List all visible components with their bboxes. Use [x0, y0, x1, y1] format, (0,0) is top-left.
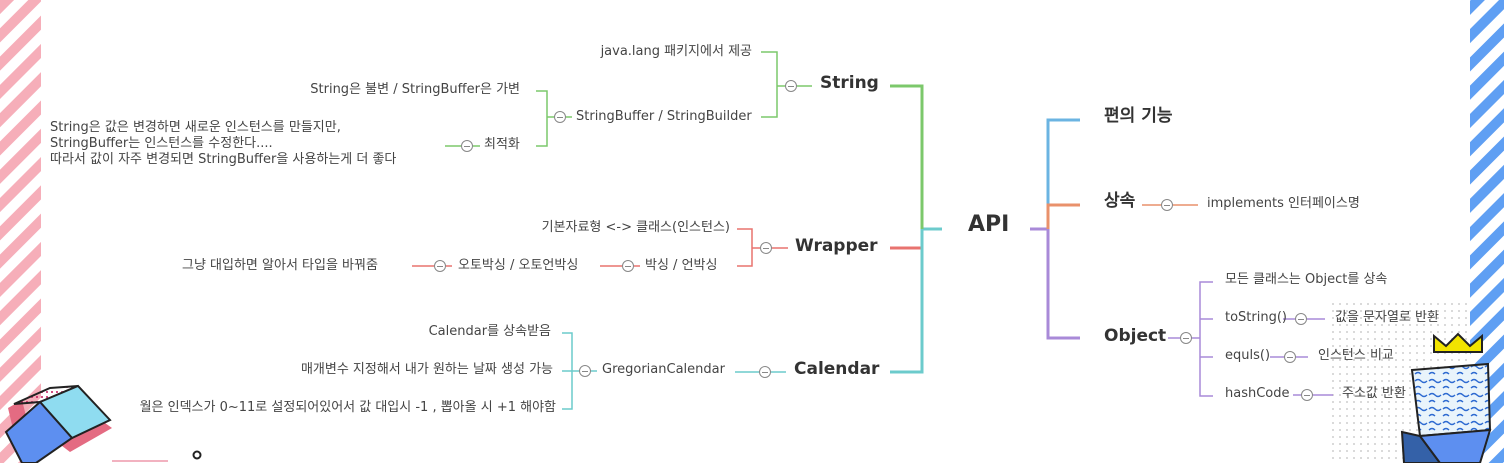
node-convenience[interactable]: 편의 기능 — [1104, 106, 1173, 126]
node-tostring-desc[interactable]: 값을 문자열로 반환 — [1335, 310, 1439, 325]
node-optimization-note[interactable]: String은 값은 변경하면 새로운 인스턴스를 만들지만, StringBu… — [50, 120, 397, 167]
connector-line — [1046, 229, 1080, 340]
root-node-api[interactable]: API — [968, 212, 1010, 237]
collapse-stringbuffer-icon[interactable] — [554, 111, 566, 123]
node-auto-convert[interactable]: 그냥 대입하면 알아서 타입을 바꿔줌 — [182, 258, 378, 273]
collapse-inheritance-icon[interactable] — [1161, 199, 1173, 211]
connector-line — [761, 51, 778, 118]
node-equals-desc[interactable]: 인스턴스 비교 — [1318, 348, 1394, 363]
node-param-date[interactable]: 매개변수 지정해서 내가 원하는 날짜 생성 가능 — [300, 362, 553, 377]
node-calendar[interactable]: Calendar — [794, 359, 880, 379]
node-tostring[interactable]: toString() — [1225, 310, 1287, 325]
collapse-wrapper-icon[interactable] — [760, 242, 772, 254]
node-string-immutable[interactable]: String은 불변 / StringBuffer은 가변 — [310, 82, 520, 97]
node-hashcode-desc[interactable]: 주소값 반환 — [1342, 386, 1406, 401]
node-java-lang[interactable]: java.lang 패키지에서 제공 — [600, 44, 752, 59]
node-equals[interactable]: equls() — [1225, 348, 1271, 363]
squiggle-block-icon — [1400, 362, 1492, 463]
collapse-boxing-icon[interactable] — [622, 260, 634, 272]
small-ring-icon — [192, 450, 202, 460]
connector-line — [1046, 118, 1080, 229]
collapse-hashcode-icon[interactable] — [1301, 389, 1313, 401]
collapse-tostring-icon[interactable] — [1295, 313, 1307, 325]
connector-line — [890, 84, 924, 229]
connector-line — [737, 228, 753, 267]
connector-line — [1199, 281, 1213, 397]
node-autoboxing[interactable]: 오토박싱 / 오토언박싱 — [458, 258, 579, 273]
node-optimization[interactable]: 최적화 — [484, 137, 520, 152]
collapse-optimization-icon[interactable] — [461, 140, 473, 152]
crown-icon — [1433, 332, 1483, 353]
collapse-autoboxing-icon[interactable] — [434, 260, 446, 272]
collapse-object-icon[interactable] — [1180, 332, 1192, 344]
node-wrapper[interactable]: Wrapper — [795, 236, 878, 256]
left-stripe-border — [0, 0, 41, 463]
node-month-index[interactable]: 월은 인덱스가 0~11로 설정되어있어서 값 대입시 -1 , 뽑아올 시 +… — [139, 400, 556, 415]
node-primitive-class[interactable]: 기본자료형 <-> 클래스(인스턴스) — [541, 220, 730, 235]
node-calendar-inherit[interactable]: Calendar를 상속받음 — [428, 324, 551, 339]
node-stringbuffer-builder[interactable]: StringBuffer / StringBuilder — [576, 109, 752, 124]
collapse-calendar-icon[interactable] — [759, 366, 771, 378]
node-inheritance[interactable]: 상속 — [1104, 191, 1136, 211]
collapse-gregorian-icon[interactable] — [579, 365, 591, 377]
node-gregorian[interactable]: GregorianCalendar — [602, 362, 725, 377]
node-boxing[interactable]: 박싱 / 언박싱 — [645, 258, 718, 273]
node-object-inherit[interactable]: 모든 클래스는 Object를 상속 — [1225, 272, 1388, 287]
node-hashcode[interactable]: hashCode — [1225, 386, 1290, 401]
node-string[interactable]: String — [820, 73, 879, 93]
collapse-string-icon[interactable] — [785, 80, 797, 92]
connector-line — [536, 90, 548, 147]
connector-line — [1046, 203, 1080, 229]
collapse-equals-icon[interactable] — [1284, 351, 1296, 363]
node-object[interactable]: Object — [1104, 326, 1167, 346]
cube-icon — [4, 384, 112, 463]
node-implements[interactable]: implements 인터페이스명 — [1207, 196, 1360, 211]
connector-line — [890, 229, 924, 374]
